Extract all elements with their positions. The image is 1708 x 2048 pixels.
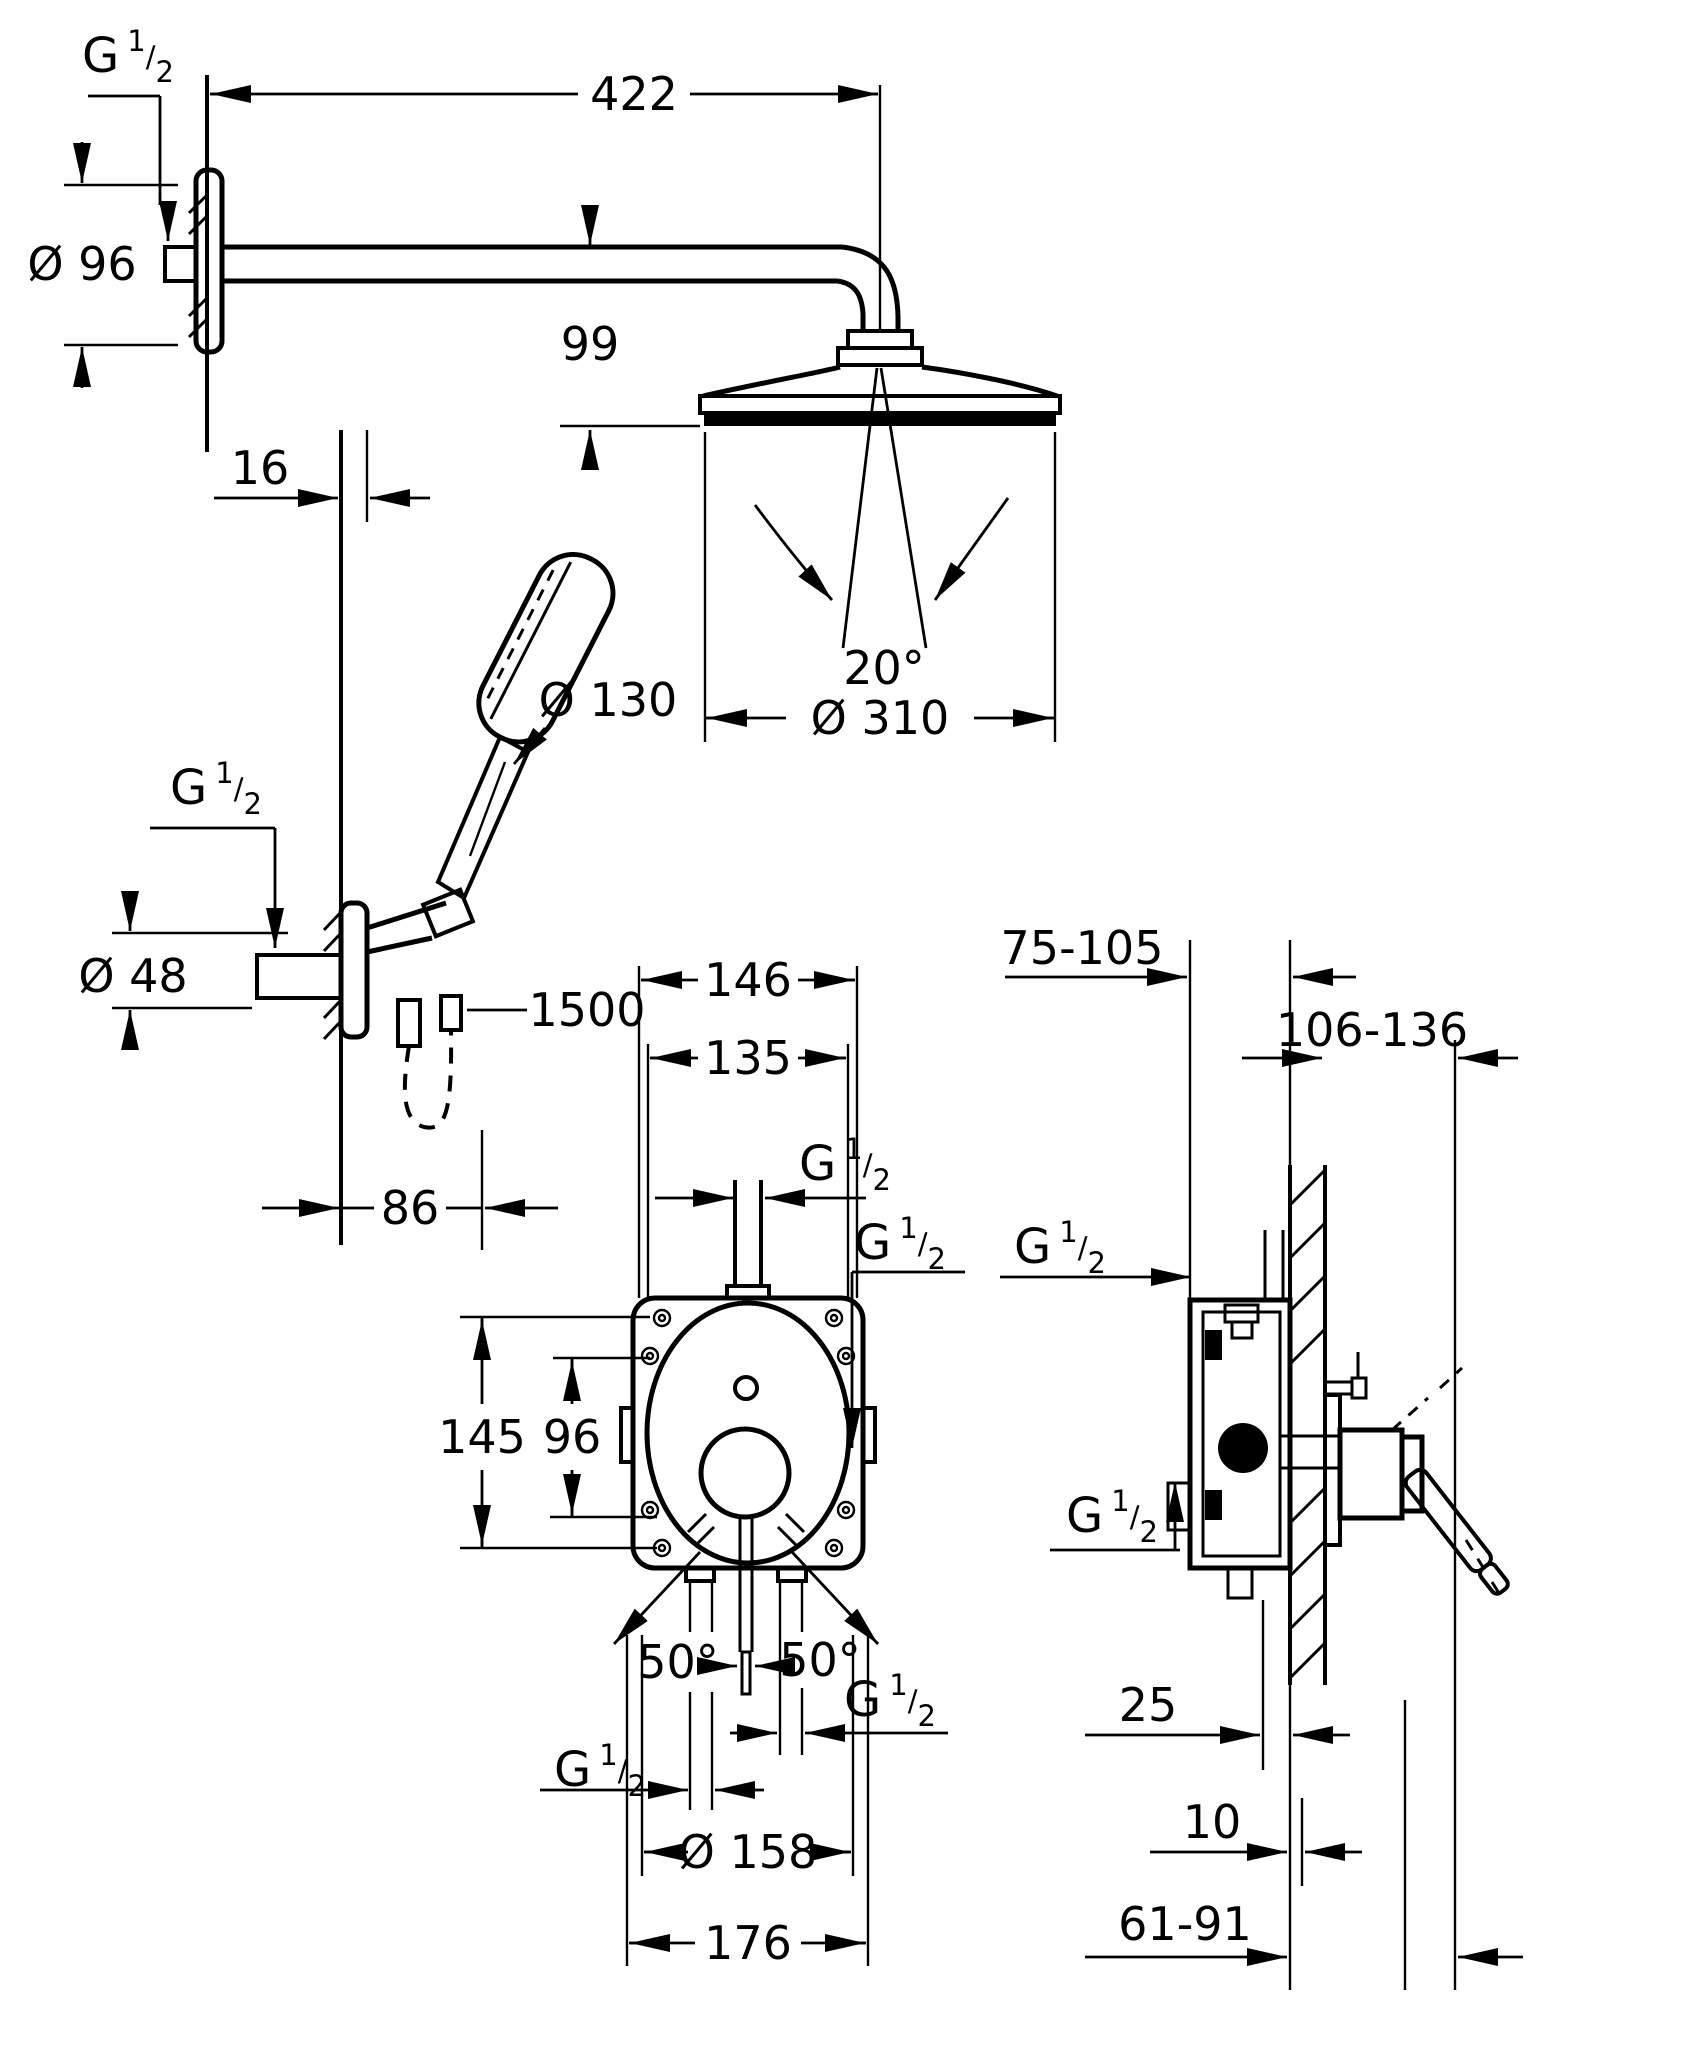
spray-face <box>704 413 1056 426</box>
lower-inlet-stub <box>1166 1481 1192 1532</box>
dim-flange-diameter-label: Ø 96 <box>27 237 136 291</box>
dim-hole-spacing-label: 96 <box>543 1410 602 1464</box>
wall-tile-section <box>1288 1165 1327 1685</box>
holder-flange <box>338 900 370 1040</box>
hand-shower <box>366 552 616 1130</box>
handle-stem <box>738 1517 754 1696</box>
right-port-tab <box>861 1406 877 1464</box>
dim-handle-depth-label: 61-91 <box>1118 1897 1252 1951</box>
bottom-left-port <box>684 1566 716 1583</box>
mounting-plate <box>630 1295 866 1571</box>
hand-shower-handle <box>435 734 531 901</box>
dim-handshower-diameter-label: Ø 130 <box>539 673 678 727</box>
dim-swing-left-label: 50° <box>637 1635 719 1689</box>
bottom-right-port <box>776 1566 808 1583</box>
holder-bracket <box>366 900 447 931</box>
thread-nipple <box>163 245 198 283</box>
shower-hose <box>402 1029 454 1130</box>
dim-install-depth-label: 75-105 <box>1001 921 1164 975</box>
dim-mounting-height-label: 145 <box>438 1410 526 1464</box>
pilot-hole <box>733 1375 759 1401</box>
handle-lever <box>1403 1467 1510 1596</box>
hose-connector-left <box>396 998 422 1048</box>
dim-tile-offset-label: 10 <box>1183 1795 1242 1849</box>
plaster-gauge-pin <box>1323 1352 1368 1400</box>
swing-ray-right <box>790 1551 880 1645</box>
dim-overall-width-label: 176 <box>704 1916 792 1970</box>
mixer-housing-circle <box>644 1300 852 1566</box>
cartridge-hub <box>698 1426 792 1520</box>
dim-box-depth-label: 25 <box>1119 1678 1178 1732</box>
holder-thread-nipple <box>255 953 343 1000</box>
left-port-tab <box>619 1406 635 1464</box>
trim-cap <box>1399 1434 1425 1514</box>
dim-total-depth-label: 106-136 <box>1276 1003 1468 1057</box>
dim-arm-length-label: 422 <box>590 67 678 121</box>
tilt-arrow-right <box>933 497 1010 601</box>
dim-hose-length-label: 1500 <box>528 983 645 1037</box>
dim-spray-angle-label: 20° <box>843 641 925 695</box>
dim-head-diameter-label: Ø 310 <box>811 691 950 745</box>
dim-escutcheon-diameter-label: Ø 158 <box>679 1825 818 1879</box>
dim-holder-diameter-label: Ø 48 <box>78 949 187 1003</box>
dim-body-width-label: 146 <box>704 953 792 1007</box>
shower-head <box>698 364 1062 426</box>
handle-connector <box>420 887 476 939</box>
dim-arm-height-label: 99 <box>561 317 620 371</box>
trim-body <box>1337 1427 1405 1521</box>
dim-flange-depth-label: 16 <box>231 441 290 495</box>
shower-arm <box>222 244 924 367</box>
rough-in-box <box>1166 1230 1293 1600</box>
dim-holder-projection-label: 86 <box>381 1181 440 1235</box>
tilt-arrow-left <box>753 504 834 601</box>
swing-ray-left <box>612 1551 702 1645</box>
hose-connector-right <box>439 994 463 1032</box>
dim-inner-width-label: 135 <box>704 1031 792 1085</box>
